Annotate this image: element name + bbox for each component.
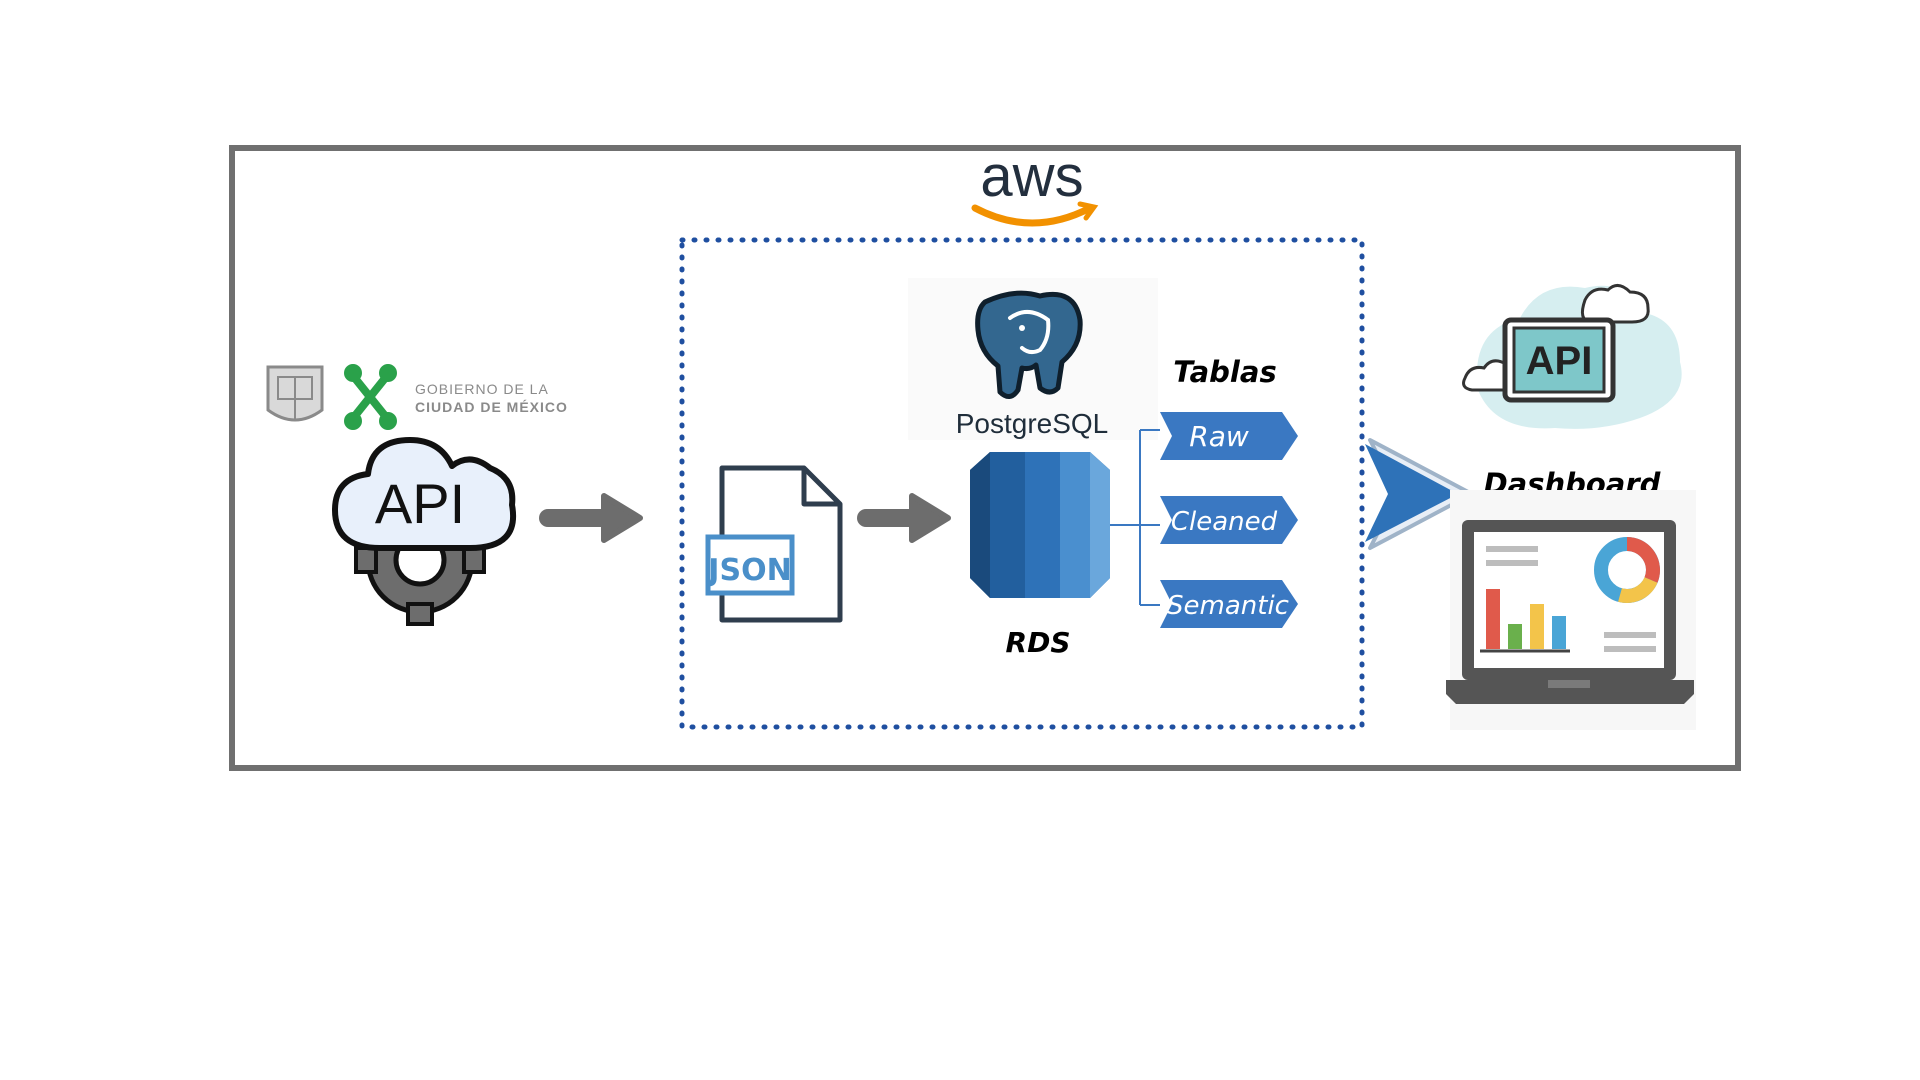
outer-frame <box>229 145 1741 771</box>
arrow-source-to-json <box>539 493 643 543</box>
postgresql-elephant-icon <box>975 290 1083 399</box>
table-tag-semantic: Semantic <box>1160 580 1298 628</box>
arrow-json-to-rds <box>857 493 951 543</box>
tables-heading: Tablas <box>1173 355 1276 389</box>
table-tag-raw: Raw <box>1160 412 1298 460</box>
government-logo: GOBIERNO DE LA CIUDAD DE MÉXICO <box>266 364 568 430</box>
source-api-label: API <box>375 472 465 535</box>
api-cloud-screen-icon: API <box>1462 284 1682 429</box>
aws-logo: aws <box>971 144 1099 227</box>
dashboard-laptop-icon <box>1446 490 1696 730</box>
table-tag-cleaned: Cleaned <box>1160 496 1298 544</box>
aws-boundary <box>679 237 1365 730</box>
table-tag-semantic-label: Semantic <box>1167 591 1289 621</box>
chevron-arrow-icon <box>1365 438 1474 550</box>
postgresql-logo: PostgreSQL <box>908 278 1158 440</box>
api-cloud-gear-icon: API <box>332 437 517 626</box>
rds-database-icon <box>970 452 1110 598</box>
rds-label: RDS <box>1006 626 1071 659</box>
output-api-label: API <box>1526 339 1593 383</box>
table-tag-raw-label: Raw <box>1189 420 1249 453</box>
aws-logo-text: aws <box>980 144 1083 209</box>
government-crest-icon <box>266 365 324 422</box>
json-label: JSON <box>706 553 791 588</box>
aws-smile-icon <box>971 204 1094 227</box>
tables-connector <box>1110 429 1160 606</box>
gov-logo-line1: GOBIERNO DE LA <box>415 381 549 397</box>
gov-green-emblem-icon <box>344 364 397 430</box>
json-file-icon: JSON <box>705 465 843 623</box>
table-tag-cleaned-label: Cleaned <box>1171 507 1278 537</box>
postgresql-text: PostgreSQL <box>956 408 1109 439</box>
gov-logo-line2: CIUDAD DE MÉXICO <box>415 399 568 415</box>
